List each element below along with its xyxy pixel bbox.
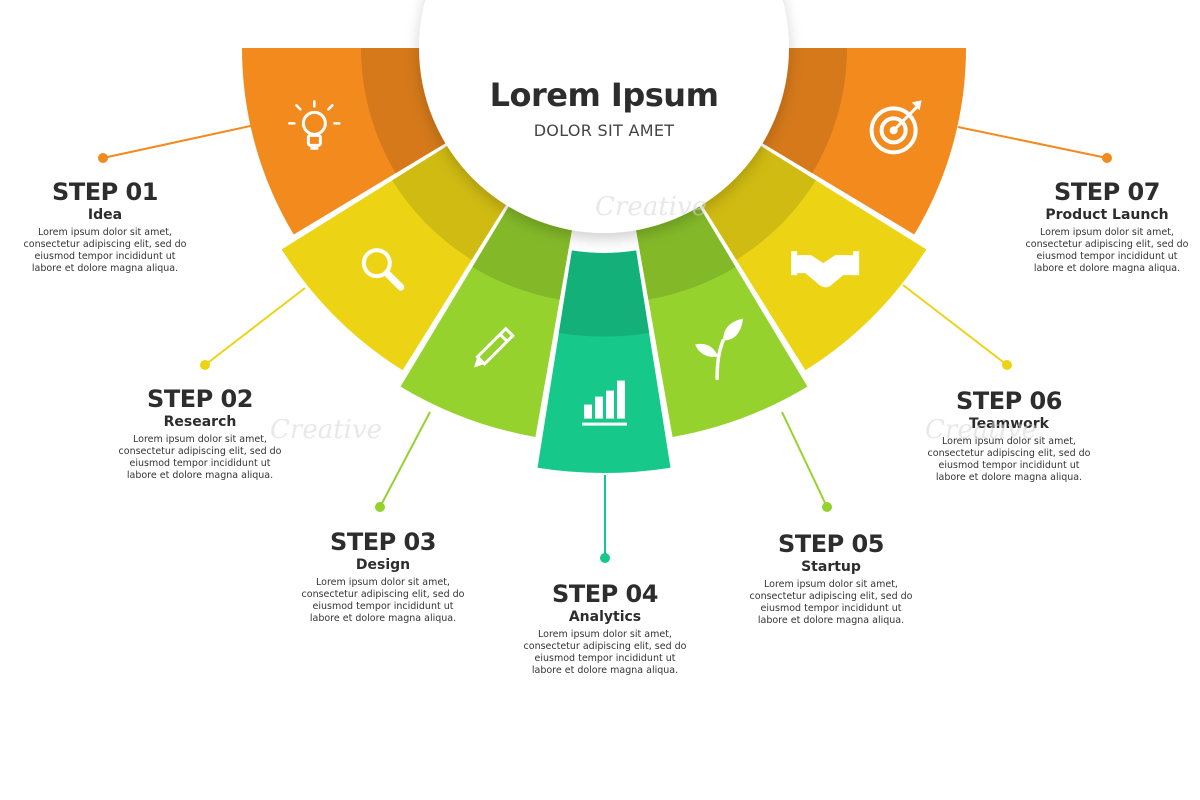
connector-dot	[1102, 153, 1112, 163]
handshake-icon	[791, 251, 860, 288]
bar-chart-icon	[582, 380, 627, 426]
step-name: Idea	[87, 207, 123, 223]
magnifier-icon	[361, 248, 405, 291]
step-title: STEP 05	[778, 530, 884, 558]
step-name: Analytics	[568, 609, 642, 625]
connector-dot	[1002, 360, 1012, 370]
connector-line	[204, 287, 306, 366]
step-description: Lorem ipsum dolor sit amet, consectetur …	[927, 436, 1091, 483]
connector-dot	[375, 502, 385, 512]
pencil-icon	[473, 326, 515, 368]
step-04-block: STEP 04 Analytics Lorem ipsum dolor sit …	[515, 580, 695, 677]
step-06-block: STEP 06 Teamwork Lorem ipsum dolor sit a…	[919, 387, 1099, 484]
page-subtitle: DOLOR SIT AMET	[533, 121, 675, 140]
connector-dot	[98, 153, 108, 163]
step-title: STEP 01	[52, 178, 158, 206]
connector-dot	[822, 502, 832, 512]
connector-lines	[98, 124, 1112, 563]
step-description: Lorem ipsum dolor sit amet, consectetur …	[523, 629, 687, 676]
segment-band-4	[558, 250, 650, 337]
connector-line	[957, 126, 1108, 159]
step-name: Research	[163, 414, 237, 430]
step-description: Lorem ipsum dolor sit amet, consectetur …	[1025, 227, 1189, 274]
step-01-block: STEP 01 Idea Lorem ipsum dolor sit amet,…	[15, 178, 195, 275]
step-name: Product Launch	[1045, 207, 1169, 223]
connector-line	[902, 284, 1008, 366]
sprout-icon	[695, 318, 744, 381]
step-03-block: STEP 03 Design Lorem ipsum dolor sit ame…	[293, 528, 473, 625]
segment-icons	[288, 100, 922, 426]
page-title: Lorem Ipsum	[489, 76, 719, 114]
target-icon	[869, 100, 922, 155]
connector-dot	[600, 553, 610, 563]
step-title: STEP 07	[1054, 178, 1160, 206]
segment-ring	[242, 48, 966, 473]
center-disc	[419, 0, 789, 233]
step-description: Lorem ipsum dolor sit amet, consectetur …	[118, 434, 282, 481]
step-title: STEP 03	[330, 528, 436, 556]
step-description: Lorem ipsum dolor sit amet, consectetur …	[749, 579, 913, 626]
step-title: STEP 06	[956, 387, 1062, 415]
step-name: Teamwork	[969, 416, 1049, 432]
step-description: Lorem ipsum dolor sit amet, consectetur …	[301, 577, 465, 624]
step-07-block: STEP 07 Product Launch Lorem ipsum dolor…	[1017, 178, 1197, 275]
step-name: Design	[355, 557, 411, 573]
connector-line	[379, 411, 431, 508]
step-title: STEP 04	[552, 580, 658, 608]
step-02-block: STEP 02 Research Lorem ipsum dolor sit a…	[110, 385, 290, 482]
connector-line	[102, 124, 256, 159]
lightbulb-icon	[288, 100, 341, 150]
step-name: Startup	[801, 559, 861, 575]
connector-dot	[200, 360, 210, 370]
connector-line	[781, 411, 828, 508]
step-title: STEP 02	[147, 385, 253, 413]
step-description: Lorem ipsum dolor sit amet, consectetur …	[23, 227, 187, 274]
step-05-block: STEP 05 Startup Lorem ipsum dolor sit am…	[741, 530, 921, 627]
